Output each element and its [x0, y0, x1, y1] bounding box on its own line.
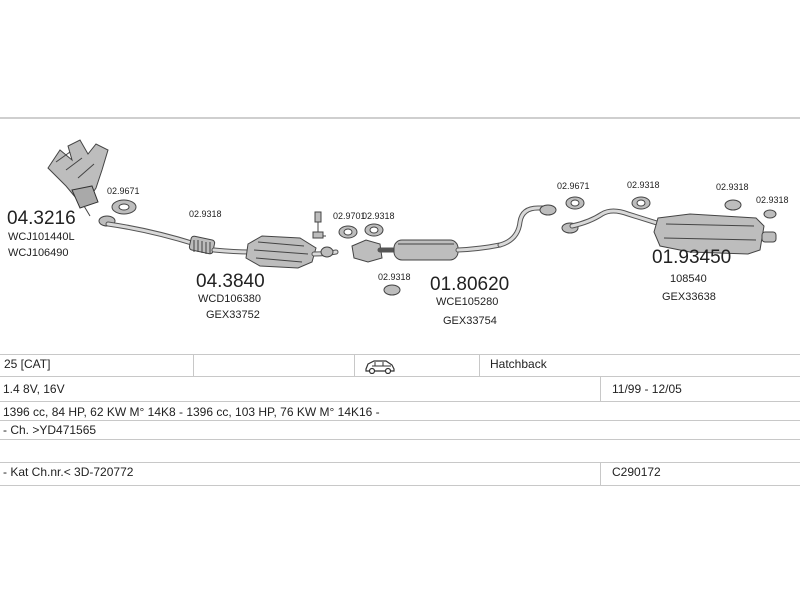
part-1-ref-1: WCJ101440L [8, 231, 75, 243]
part-number-3: 01.80620 [430, 274, 509, 295]
table-rule-3 [0, 401, 800, 402]
centre-pipe-drawing [497, 204, 557, 248]
engine-details-cell: 1396 cc, 84 HP, 62 KW M° 14K8 - 1396 cc,… [3, 405, 380, 419]
table-col-rule-1 [193, 354, 194, 376]
lambda-sensor-drawing [312, 211, 326, 239]
part-2-ref-1: WCD106380 [198, 293, 261, 305]
part-4-ref-2: GEX33638 [662, 291, 716, 303]
small-part-label-a: 02.9671 [107, 186, 140, 196]
body-type-cell: Hatchback [490, 357, 547, 371]
table-rule-6 [0, 462, 800, 463]
table-col-rule-3 [479, 354, 480, 376]
front-pipe-drawing [105, 221, 253, 255]
car-icon [365, 360, 395, 374]
gasket-c-drawing [338, 225, 358, 239]
part-number-2: 04.3840 [196, 271, 265, 292]
kat-number-cell: - Kat Ch.nr.< 3D-720772 [3, 465, 134, 479]
gasket-f-drawing [565, 196, 585, 210]
gasket-h-drawing [724, 199, 742, 211]
table-rule-5 [0, 439, 800, 440]
small-part-label-f: 02.9671 [557, 181, 590, 191]
part-1-ref-2: WCJ106490 [8, 247, 69, 259]
chassis-cell: - Ch. >YD471565 [3, 423, 97, 437]
gasket-i-drawing [763, 209, 777, 219]
exhaust-system-diagram: 04.3216 WCJ101440L WCJ106490 04.3840 WCD… [7, 139, 789, 327]
small-part-label-g: 02.9318 [627, 180, 660, 190]
table-rule-4 [0, 420, 800, 421]
catalog-code-cell: C290172 [612, 465, 661, 479]
table-col-rule-4 [600, 376, 601, 401]
gasket-a-drawing [111, 199, 137, 215]
small-part-label-c: 02.9701 [333, 211, 366, 221]
small-part-label-b: 02.9318 [189, 209, 222, 219]
gasket-g-drawing [631, 196, 651, 210]
table-rule-2 [0, 376, 800, 377]
table-rule-1 [0, 354, 800, 355]
small-part-label-h: 02.9318 [716, 182, 749, 192]
gasket-d-drawing [364, 223, 384, 237]
part-4-ref-1: 108540 [670, 273, 707, 285]
table-col-rule-2 [354, 354, 355, 376]
part-number-1: 04.3216 [7, 208, 76, 229]
model-cell: 25 [CAT] [4, 357, 51, 371]
top-divider [0, 117, 800, 119]
exhaust-manifold-drawing [47, 139, 109, 217]
part-2-ref-2: GEX33752 [206, 309, 260, 321]
part-number-4: 01.93450 [652, 247, 731, 268]
small-part-label-i: 02.9318 [756, 195, 789, 205]
years-cell: 11/99 - 12/05 [612, 382, 682, 396]
middle-silencer-drawing [351, 239, 503, 296]
part-3-ref-1: WCE105280 [436, 296, 498, 308]
table-col-rule-5 [600, 462, 601, 485]
table-rule-7 [0, 485, 800, 486]
part-3-ref-2: GEX33754 [443, 315, 497, 327]
small-part-label-e: 02.9318 [378, 272, 411, 282]
small-part-label-d: 02.9318 [362, 211, 395, 221]
engine-cell: 1.4 8V, 16V [3, 382, 65, 396]
catalytic-converter-drawing [245, 235, 339, 269]
rear-silencer-drawing [561, 208, 777, 255]
